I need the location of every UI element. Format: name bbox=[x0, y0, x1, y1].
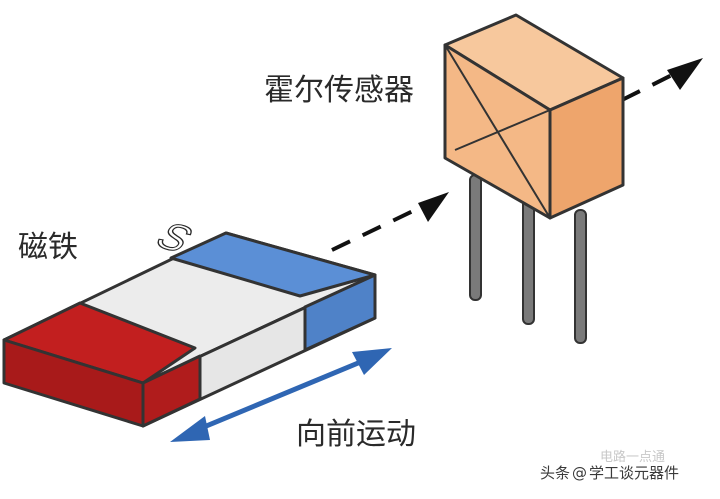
magnet-label: 磁铁 bbox=[18, 230, 78, 265]
watermark-account: 学工谈元器件 bbox=[589, 464, 680, 482]
north-pole-label: N bbox=[0, 261, 6, 311]
watermark-platform: 头条 bbox=[540, 464, 571, 482]
hall-sensor-body bbox=[443, 13, 625, 220]
motion-label: 向前运动 bbox=[296, 417, 416, 452]
at-icon: @ bbox=[572, 464, 588, 482]
watermark: 头条@学工谈元器件 bbox=[540, 462, 679, 483]
hall-sensor-label: 霍尔传感器 bbox=[264, 73, 414, 108]
dashed-path-arrow bbox=[331, 58, 703, 252]
magnet bbox=[2, 231, 377, 428]
watermark-overlay: 电路一点通 bbox=[600, 450, 666, 465]
motion-double-arrow bbox=[170, 348, 392, 442]
